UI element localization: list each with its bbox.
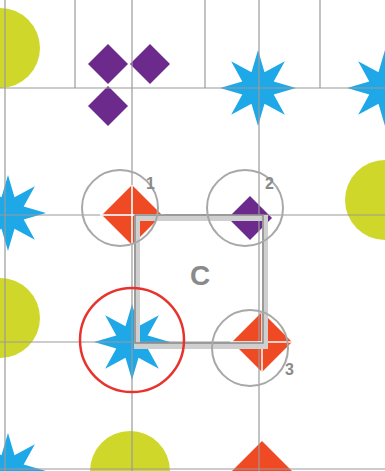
callout-number: 3 <box>285 362 294 378</box>
yellow-half-circle <box>0 8 40 88</box>
purple-diamond <box>130 44 170 84</box>
yellow-half-circle <box>345 160 385 240</box>
placed-tile <box>135 215 263 343</box>
blue-star <box>0 175 46 251</box>
callout-circle <box>82 170 158 246</box>
tile-letter: C <box>190 262 210 290</box>
red-diamond <box>232 441 292 471</box>
purple-diamond <box>88 44 128 84</box>
callout-number: 2 <box>265 176 274 192</box>
yellow-half-circle <box>0 278 40 358</box>
callout-number: 1 <box>146 176 155 192</box>
tile-shadow <box>137 218 265 346</box>
yellow-half-circle <box>90 431 170 471</box>
purple-diamond <box>88 86 128 126</box>
callout-circle <box>207 170 283 246</box>
blue-star <box>0 433 46 471</box>
callout-circle <box>212 310 288 386</box>
highlight-circle <box>80 288 184 392</box>
